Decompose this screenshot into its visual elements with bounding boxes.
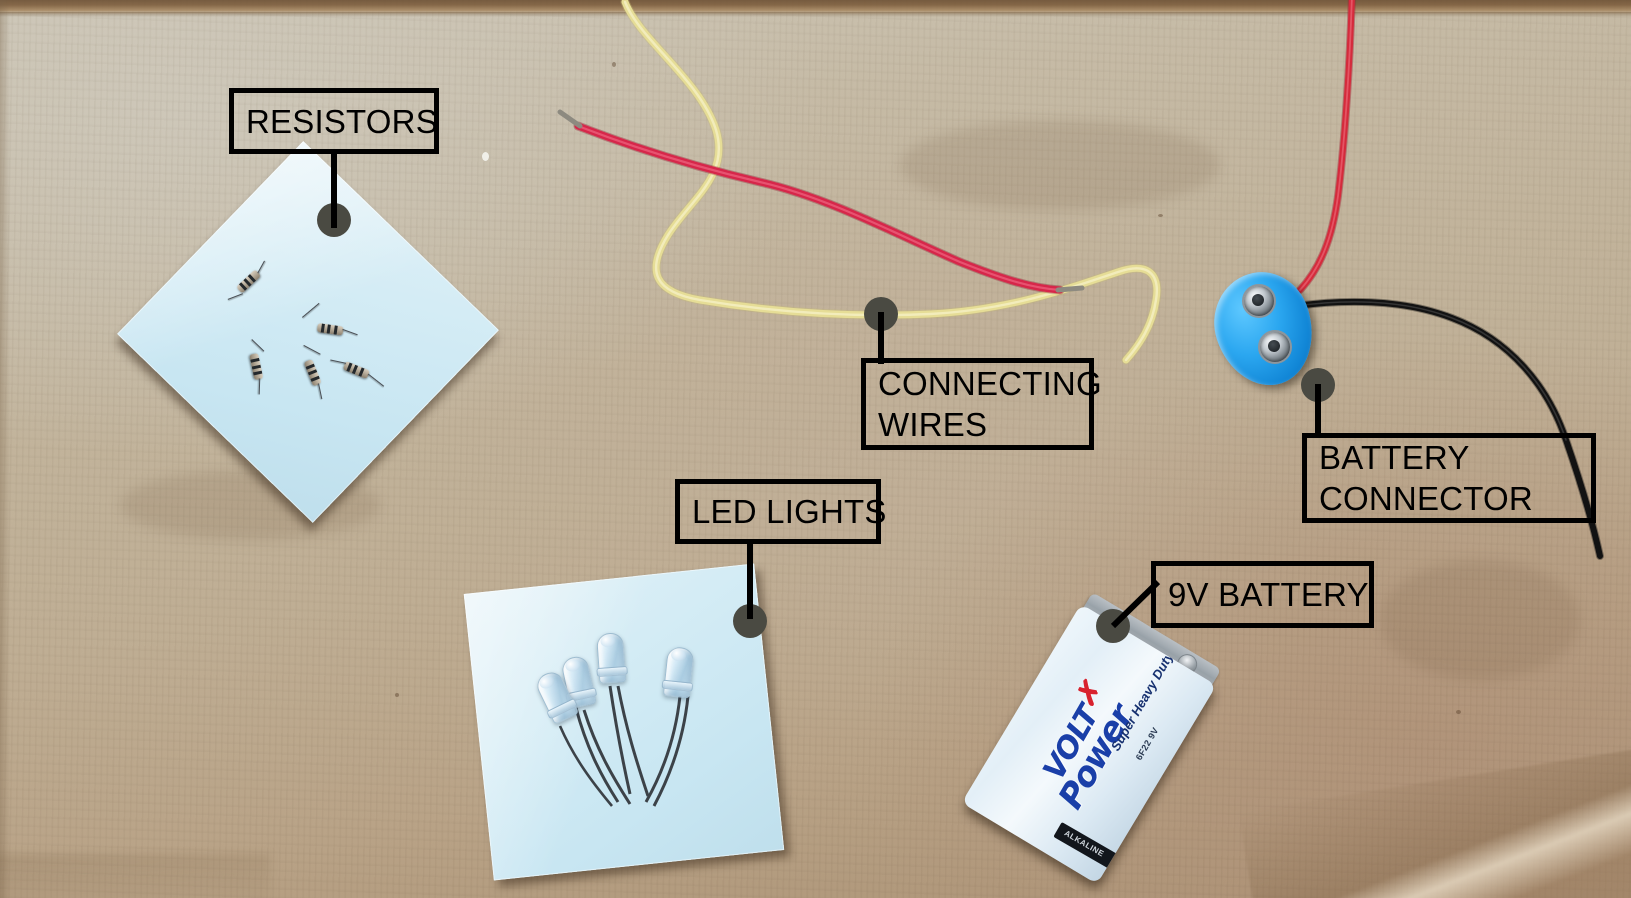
led-group <box>530 630 740 830</box>
resistor-lead <box>227 293 243 300</box>
cardboard-speck <box>1158 214 1163 217</box>
cardboard-speck <box>482 152 489 161</box>
cardboard-scuff <box>900 120 1220 210</box>
resistor-body <box>316 323 344 336</box>
annotation-box-battery-connector[interactable]: BATTERY CONNECTOR <box>1302 433 1596 523</box>
cardboard-top-edge <box>0 0 1631 14</box>
led-leads <box>558 685 690 807</box>
annotation-label-led-lights-line1: LED LIGHTS <box>692 493 887 530</box>
cardboard-speck <box>395 693 399 697</box>
cardboard-left-edge <box>0 0 10 898</box>
color-band <box>326 324 331 334</box>
color-band <box>250 357 260 363</box>
resistor-lead <box>330 359 347 364</box>
annotation-label-9v-battery-line1: 9V BATTERY <box>1168 576 1369 613</box>
annotation-label-connecting-wires-line1: CONNECTING <box>878 365 1102 402</box>
resistor-lead <box>301 302 320 318</box>
resistor-lead <box>318 383 323 400</box>
annotation-box-led-lights[interactable]: LED LIGHTS <box>675 479 887 544</box>
resistor-lead <box>303 344 321 355</box>
color-band <box>310 375 320 382</box>
cardboard-top-edge-shadow <box>0 12 1631 17</box>
annotation-leader-battery-connector <box>1315 384 1321 438</box>
color-band <box>251 364 262 370</box>
connector-terminal-positive <box>1258 330 1292 364</box>
resistor-lead <box>258 378 261 395</box>
9v-battery-snap-connector <box>1200 259 1328 399</box>
resistor-lead <box>342 328 358 336</box>
annotation-box-connecting-wires[interactable]: CONNECTING WIRES <box>861 358 1102 450</box>
annotation-leader-connecting-wires <box>878 312 884 364</box>
annotation-label-battery-connector-line1: BATTERY <box>1319 439 1470 476</box>
annotation-label-resistors-line1: RESISTORS <box>246 102 438 140</box>
battery-chemistry-label: ALKALINE <box>1062 828 1106 859</box>
cardboard-scuff <box>1380 560 1580 680</box>
resistor-group <box>200 260 420 415</box>
connector-terminal-negative <box>1242 284 1276 318</box>
resistor-body <box>342 361 371 380</box>
annotation-label-battery-connector-line2: CONNECTOR <box>1319 480 1533 517</box>
annotation-leader-9v-battery <box>1110 579 1161 629</box>
color-band <box>351 364 359 375</box>
cardboard-speck <box>1456 710 1461 714</box>
resistor-lead <box>367 373 385 387</box>
annotation-leader-led-lights <box>747 543 753 619</box>
cardboard-bottom-left-fold <box>0 854 270 898</box>
annotation-box-resistors[interactable]: RESISTORS <box>229 88 439 154</box>
color-band <box>320 323 325 333</box>
annotation-leader-resistors <box>331 152 337 228</box>
battery-brand-block: VOLT Power ✗ <box>1027 673 1142 823</box>
annotation-label-connecting-wires-line2: WIRES <box>878 406 988 443</box>
color-band <box>333 325 338 335</box>
resistor-body <box>249 353 264 381</box>
cardboard-speck <box>612 62 616 67</box>
color-band <box>358 367 365 377</box>
annotation-box-9v-battery[interactable]: 9V BATTERY <box>1151 561 1374 628</box>
resistor-body <box>303 359 322 387</box>
resistor-lead <box>251 339 265 352</box>
color-band <box>307 369 318 376</box>
color-band <box>252 370 263 376</box>
